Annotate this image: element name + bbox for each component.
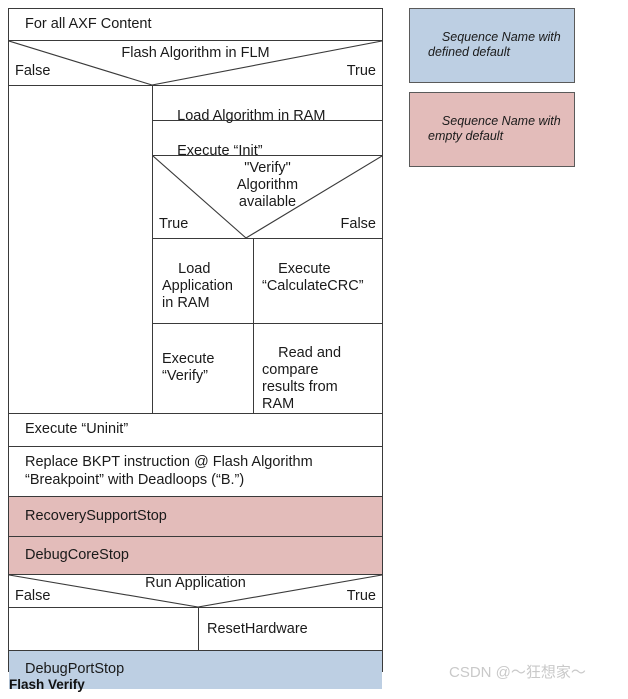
replace-bkpt-label: Replace BKPT instruction @ Flash Algorit… — [25, 454, 313, 488]
execute-verify-label: Execute “Verify” — [162, 351, 215, 384]
decision-verify-algorithm-available: "Verify" Algorithm available True False — [153, 156, 382, 239]
run-branch-divider — [198, 608, 199, 650]
decision-verify-false-label: False — [340, 216, 376, 232]
decision-verify-true-label: True — [159, 216, 189, 232]
figure-caption: Flash Verify — [9, 677, 85, 692]
load-application-in-ram-cell: Load Application in RAM — [154, 239, 253, 323]
decision-v-shape-icon — [153, 156, 382, 238]
recovery-support-stop-band: RecoverySupportStop — [9, 497, 382, 537]
execute-verify-cell: Execute “Verify” — [154, 323, 253, 413]
reset-hardware-label: ResetHardware — [207, 620, 308, 637]
decision-v-shape-icon — [9, 41, 382, 85]
decision-flm-true-label: True — [346, 63, 376, 79]
decision-flm-title: Flash Algorithm in FLM — [121, 45, 270, 61]
execute-calculatecrc-cell: Execute “CalculateCRC” — [254, 239, 382, 323]
flm-branch-bottom-divider — [9, 413, 382, 414]
verify-branch-divider — [253, 239, 254, 413]
header-label: For all AXF Content — [25, 16, 152, 32]
flash-verify-flowchart: For all AXF Content Flash Algorithm in F… — [8, 8, 383, 689]
reset-hardware-cell: ResetHardware — [199, 608, 382, 650]
verify-branch-row-divider — [153, 323, 382, 324]
debug-core-stop-label: DebugCoreStop — [25, 547, 129, 563]
load-algorithm-in-ram-label: Load Algorithm in RAM — [177, 108, 326, 124]
load-application-in-ram-label: Load Application in RAM — [162, 261, 233, 311]
decision-run-true-label: True — [346, 588, 376, 604]
decision-flash-algorithm-in-flm: Flash Algorithm in FLM False True — [9, 41, 382, 86]
header-band: For all AXF Content — [9, 9, 382, 41]
legend-defined-label: Sequence Name with defined default — [428, 30, 561, 59]
execute-calculatecrc-label: Execute “CalculateCRC” — [262, 261, 364, 294]
run-branch-bottom-divider — [9, 650, 382, 651]
legend-item-empty-default: Sequence Name with empty default — [409, 92, 575, 167]
execute-uninit-label: Execute “Uninit” — [25, 421, 129, 437]
execute-uninit-band: Execute “Uninit” — [9, 414, 382, 447]
decision-v-shape-icon — [9, 575, 382, 607]
legend-item-defined-default: Sequence Name with defined default — [409, 8, 575, 83]
decision-run-application: Run Application False True — [9, 575, 382, 608]
debug-port-stop-band: DebugPortStop — [9, 651, 382, 689]
debug-core-stop-band: DebugCoreStop — [9, 537, 382, 575]
debug-port-stop-label: DebugPortStop — [25, 661, 125, 677]
execute-init-label: Execute “Init” — [177, 143, 263, 159]
legend-empty-label: Sequence Name with empty default — [428, 114, 561, 143]
read-and-compare-results-label: Read and compare results from RAM — [262, 345, 342, 412]
read-and-compare-results-cell: Read and compare results from RAM — [254, 323, 382, 413]
decision-run-title: Run Application — [145, 575, 246, 591]
decision-verify-title: "Verify" Algorithm available — [236, 160, 299, 210]
load-algorithm-in-ram-cell: Load Algorithm in RAM — [153, 86, 382, 124]
replace-bkpt-band: Replace BKPT instruction @ Flash Algorit… — [9, 447, 382, 497]
flm-branch-divider — [152, 86, 153, 413]
csdn-watermark: CSDN @～狂想家～ — [449, 664, 586, 681]
decision-flm-false-label: False — [15, 63, 51, 79]
legend: Sequence Name with defined default Seque… — [409, 8, 575, 167]
decision-run-false-label: False — [15, 588, 51, 604]
recovery-support-stop-label: RecoverySupportStop — [25, 508, 167, 524]
execute-init-cell: Execute “Init” — [153, 121, 382, 159]
